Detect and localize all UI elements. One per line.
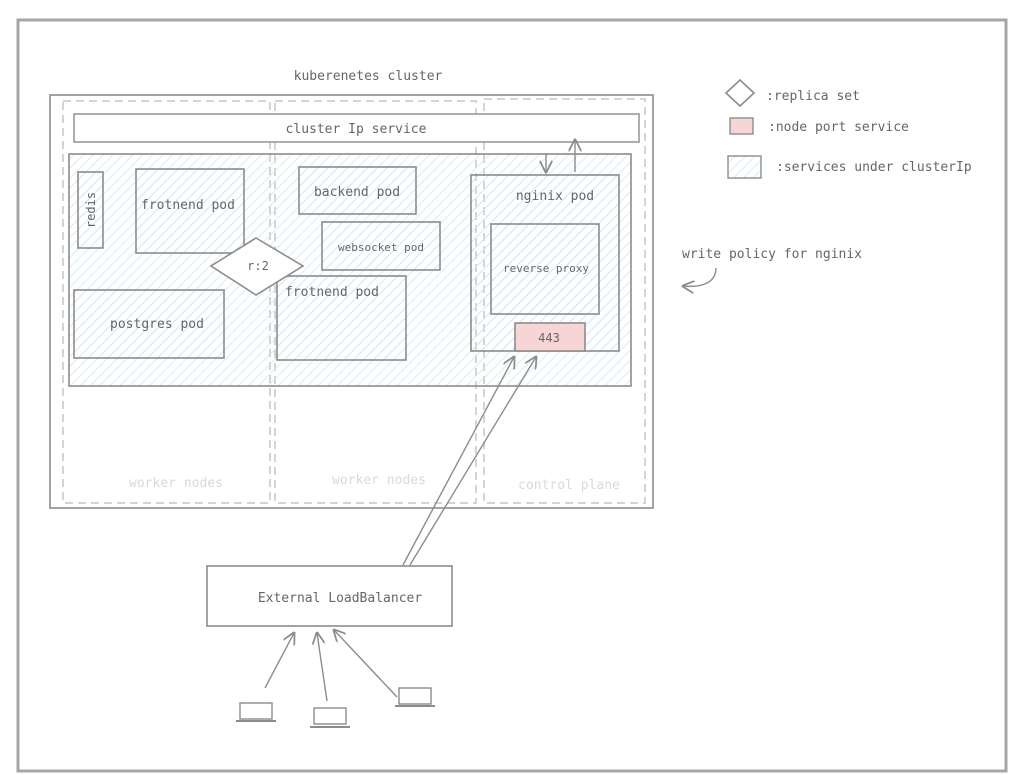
backend-pod-label: backend pod [314, 185, 400, 200]
nginix-pod-label: nginix pod [516, 189, 594, 204]
redis-label: redis [84, 192, 98, 228]
legend-node-port-label: :node port service [768, 120, 909, 135]
outer-frame [16, 18, 1008, 773]
frontend-pod-1 [135, 168, 245, 254]
backend-pod [298, 166, 417, 215]
external-load-balancer [206, 565, 453, 627]
laptop-icon-1 [236, 702, 276, 722]
frontend-pod-2 [276, 275, 407, 361]
cluster-title: kuberenetes cluster [294, 69, 443, 84]
legend-cluster-ip-label: :services under clusterIp [776, 160, 972, 175]
frontend-pod-1-label: frotnend pod [141, 198, 235, 213]
arrow-client-3-to-lb [334, 630, 398, 698]
arrow-lb-to-443-a [402, 357, 514, 566]
postgres-pod [73, 289, 225, 359]
cluster-box [49, 94, 654, 509]
node-port-443-label: 443 [538, 331, 560, 345]
node-port-443 [514, 322, 586, 352]
reverse-proxy-label: reverse proxy [503, 262, 589, 275]
laptop-icon-2 [310, 707, 350, 728]
arrow-client-1-to-lb [264, 633, 294, 689]
arrow-client-2-to-lb [317, 633, 328, 702]
websocket-pod-label: websocket pod [338, 241, 424, 254]
arrow-lb-to-443-b [409, 357, 536, 566]
nginix-policy-note: write policy for nginix [682, 247, 862, 262]
external-load-balancer-label: External LoadBalancer [258, 591, 423, 606]
legend-replica-set-icon [724, 78, 756, 108]
legend-cluster-ip-icon [727, 155, 762, 179]
postgres-pod-label: postgres pod [110, 317, 204, 332]
laptop-icon-3 [395, 687, 435, 707]
worker-nodes-label-2: worker nodes [332, 473, 426, 488]
legend-replica-set-label: :replica set [766, 89, 860, 104]
replica-set-diamond [209, 237, 305, 296]
reverse-proxy-box [490, 223, 600, 315]
note-curved-arrow [683, 267, 717, 286]
legend-node-port-icon [729, 117, 754, 135]
worker-nodes-label-1: worker nodes [129, 476, 223, 491]
replica-count-label: r:2 [247, 259, 269, 273]
cluster-ip-service-label: cluster Ip service [286, 122, 427, 137]
cluster-ip-service-bar [73, 113, 640, 143]
websocket-pod [321, 221, 441, 271]
redis-pod [77, 171, 104, 249]
frontend-pod-2-label: frotnend pod [285, 285, 379, 300]
control-plane-label: control plane [518, 478, 620, 493]
